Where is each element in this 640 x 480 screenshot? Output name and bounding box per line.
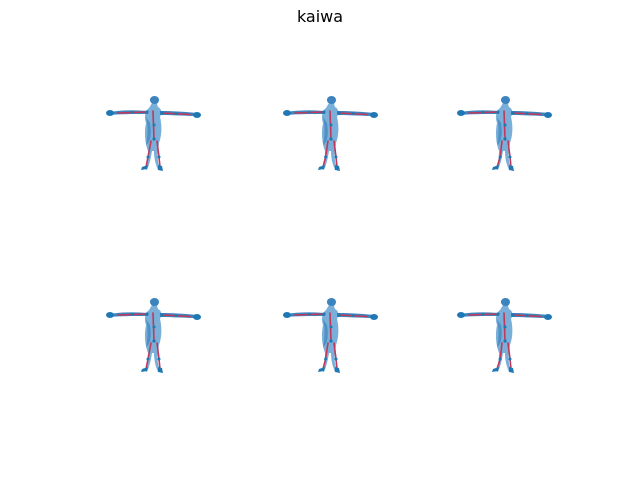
body-mesh-figure — [451, 95, 561, 185]
body-mesh-figure — [277, 95, 387, 185]
body-mesh-figure — [100, 95, 210, 185]
body-mesh-figure — [277, 297, 387, 387]
body-mesh-figure — [100, 297, 210, 387]
figure-title: kaiwa — [296, 7, 344, 26]
body-mesh-figure — [451, 297, 561, 387]
